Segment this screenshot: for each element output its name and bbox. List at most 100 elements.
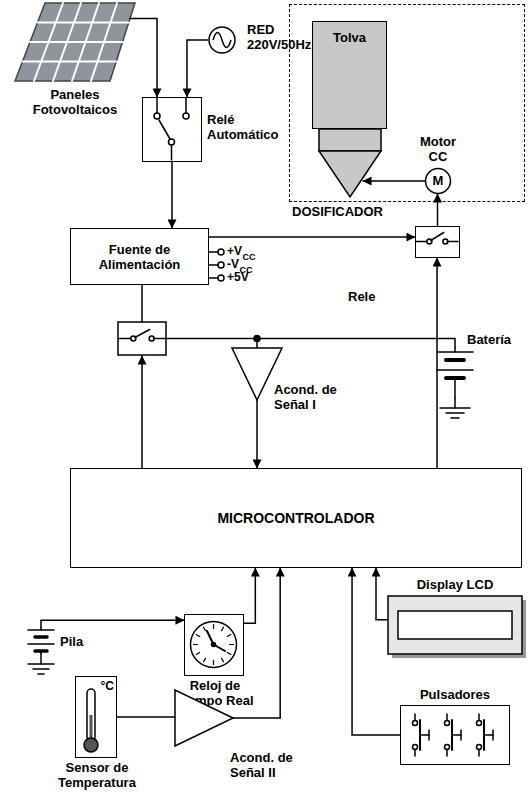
wire [454,398,456,408]
relay-shape [416,227,458,256]
display-screen [398,611,512,639]
clock-tick [196,635,199,637]
output-terminal [218,262,224,268]
button-lead [414,750,416,757]
connector [187,40,208,97]
clock-tick [213,661,214,665]
clock-tick [213,625,214,629]
panel-grid [91,3,117,81]
switch-lead [416,241,428,243]
button-lead [414,714,416,721]
signal-conditioner-shape [175,690,233,746]
button-plunger [492,730,494,740]
button-plunger [428,730,430,740]
node-label: Acond. de Señal II [230,750,310,780]
button-plunger [484,734,493,736]
ac-source-shape [208,26,236,54]
hopper: Tolva [312,21,387,129]
lcd-display: Display LCD [388,596,522,654]
ground-symbol [451,417,459,419]
wire [141,285,143,322]
connector [376,568,388,620]
connector [437,194,439,226]
clock-tick [204,627,206,630]
connector [209,236,415,238]
node-label: Tolva [333,30,366,45]
display-body [388,596,522,654]
motor-drive-arrow [363,180,425,182]
automatic-relay: Relé Automático [142,97,202,162]
dc-motor: Motor CCM [425,168,451,194]
node-label: RED 220V/50Hz [247,22,322,52]
battery-shape [437,348,473,398]
relay-contact [154,113,160,119]
button-lead [478,714,480,721]
clock-face [191,622,237,668]
connector [257,339,455,349]
ac-source: RED 220V/50Hz [208,26,236,54]
power-supply: Fuente de Alimentación [70,228,209,285]
amplifier-triangle [175,690,233,746]
supply-label: +5V [227,271,249,284]
clock-center [212,643,216,647]
node-label: M [425,168,451,194]
relay: Rele [415,226,460,258]
ac-source-symbol [209,27,235,53]
hopper-neck [319,129,381,151]
lcd-display-shape [388,596,522,654]
clock-tick [196,653,199,655]
panel-outline [15,3,135,81]
automatic-relay-shape [143,98,200,160]
clock-tick [227,653,230,655]
connector [135,19,157,97]
cell-battery-shape [28,628,54,654]
node-label: Pulsadores [401,687,509,702]
node-label: DOSIFICADOR [292,204,383,219]
sine-wave [213,33,231,48]
switch-lead [447,241,458,243]
ground-symbol [446,412,464,414]
ground-symbol [38,673,44,675]
thermometer-bulb [84,738,98,752]
clock-tick [227,635,230,637]
node-label: Batería [467,332,511,347]
push-buttons: Pulsadores [400,705,510,765]
ground-symbol [33,668,49,670]
battery: Batería [437,348,473,398]
node-label: MICROCONTROLADOR [217,511,374,526]
battery-plate [446,358,464,362]
temperature-sensor: °CSensor de Temperatura [75,676,117,758]
node-label: Relé Automático [207,112,289,142]
button-plunger [452,734,461,736]
button-lead [446,714,448,721]
cell-plate [28,643,54,645]
node-label: °C [101,679,114,694]
panel-grid [38,22,129,24]
push-buttons-shape [401,706,508,763]
button-plunger [420,734,429,736]
clock-tick [222,658,224,661]
clock-tick [230,644,234,645]
connector [117,716,175,718]
clock-tick [194,644,198,645]
node-label: Fuente de Alimentación [71,242,208,272]
battery-switch-box [118,322,166,355]
solar-panel-shape [15,3,135,81]
panel-grid [30,41,123,43]
supply-label: +V [227,245,242,258]
clock-tick [204,658,206,661]
connector [436,258,438,468]
connector [171,162,173,228]
ground-symbol [28,663,54,665]
relay-contact [183,113,189,119]
supply-label: -V [227,258,239,271]
node-label: Acond. de Señal I [274,382,354,412]
node-label: Sensor de Temperatura [47,760,147,790]
node-label: Rele [348,289,375,304]
relay-lead [171,145,173,160]
output-terminal [218,249,224,255]
real-time-clock: Reloj de Tiempo Real [184,614,244,676]
cell-plate [28,629,54,631]
signal-conditioner: Acond. de Señal I [232,348,282,400]
